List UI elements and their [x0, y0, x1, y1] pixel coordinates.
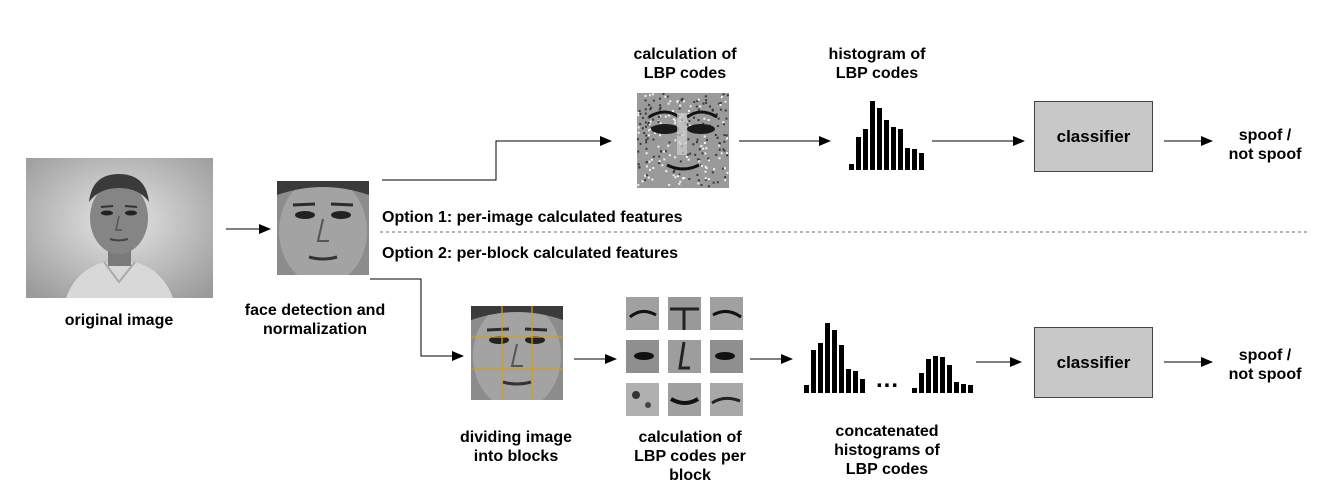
- histogram-bar: [940, 357, 945, 393]
- histogram-bar: [804, 385, 809, 393]
- histogram-bar: [912, 388, 917, 393]
- histogram-bar: [839, 345, 844, 393]
- histogram-bar: [832, 330, 837, 393]
- arrow-face-to-lbp: [382, 136, 612, 181]
- lbp-block: [710, 340, 743, 373]
- histogram-bar: [968, 385, 973, 393]
- histogram-bar: [905, 148, 910, 170]
- lbp-block: [668, 383, 701, 416]
- histogram-top: [849, 101, 924, 170]
- lbp-block: [626, 297, 659, 330]
- histogram-bar: [811, 350, 816, 393]
- lbp-block: [710, 297, 743, 330]
- classifier-box-top: classifier: [1034, 101, 1153, 172]
- output-label-bottom: spoof /not spoof: [1228, 347, 1302, 383]
- histogram-bar: [870, 101, 875, 170]
- option-2-label: Option 2: per-block calculated features: [382, 245, 679, 262]
- histogram-bar: [856, 137, 861, 170]
- original-image-label: original image: [64, 312, 174, 329]
- lbp-block-grid: [626, 297, 744, 417]
- histogram-bar: [849, 164, 854, 170]
- histogram-bar: [919, 153, 924, 170]
- lbp-block: [626, 383, 659, 416]
- ellipsis-label: ...: [876, 366, 900, 393]
- lbp-block: [710, 383, 743, 416]
- histogram-bar: [818, 343, 823, 393]
- histogram-bar: [853, 371, 858, 393]
- lbp-block: [668, 340, 701, 373]
- histogram-bar: [846, 369, 851, 393]
- lbp-block: [626, 340, 659, 373]
- normalized-face-image: [277, 181, 369, 275]
- option-1-label: Option 1: per-image calculated features: [382, 209, 683, 226]
- histogram-bar: [877, 108, 882, 170]
- histogram-bar: [961, 384, 966, 393]
- classifier-label: classifier: [1056, 126, 1131, 146]
- block-divided-face-image: [471, 306, 563, 400]
- histogram-bar: [825, 323, 830, 393]
- histogram-bar: [860, 379, 865, 393]
- lbp-code-image: [637, 93, 729, 188]
- classifier-box-bottom: classifier: [1034, 327, 1153, 398]
- histogram-bar: [919, 373, 924, 393]
- classifier-label: classifier: [1056, 352, 1131, 372]
- histogram-bottom-right: [912, 346, 974, 393]
- histogram-bar: [933, 356, 938, 393]
- histogram-bar: [891, 127, 896, 170]
- histogram-bar: [954, 382, 959, 393]
- arrow-face-to-blocks: [370, 278, 464, 361]
- histogram-bar: [898, 129, 903, 170]
- histogram-bar: [947, 365, 952, 393]
- histogram-bar: [884, 120, 889, 170]
- histogram-bar: [863, 129, 868, 170]
- output-label-top: spoof /not spoof: [1228, 127, 1302, 163]
- lbp-block: [668, 297, 701, 330]
- histogram-bottom-left: [804, 323, 868, 393]
- histogram-bar: [912, 149, 917, 170]
- original-face-image: [26, 158, 213, 298]
- histogram-bar: [926, 359, 931, 393]
